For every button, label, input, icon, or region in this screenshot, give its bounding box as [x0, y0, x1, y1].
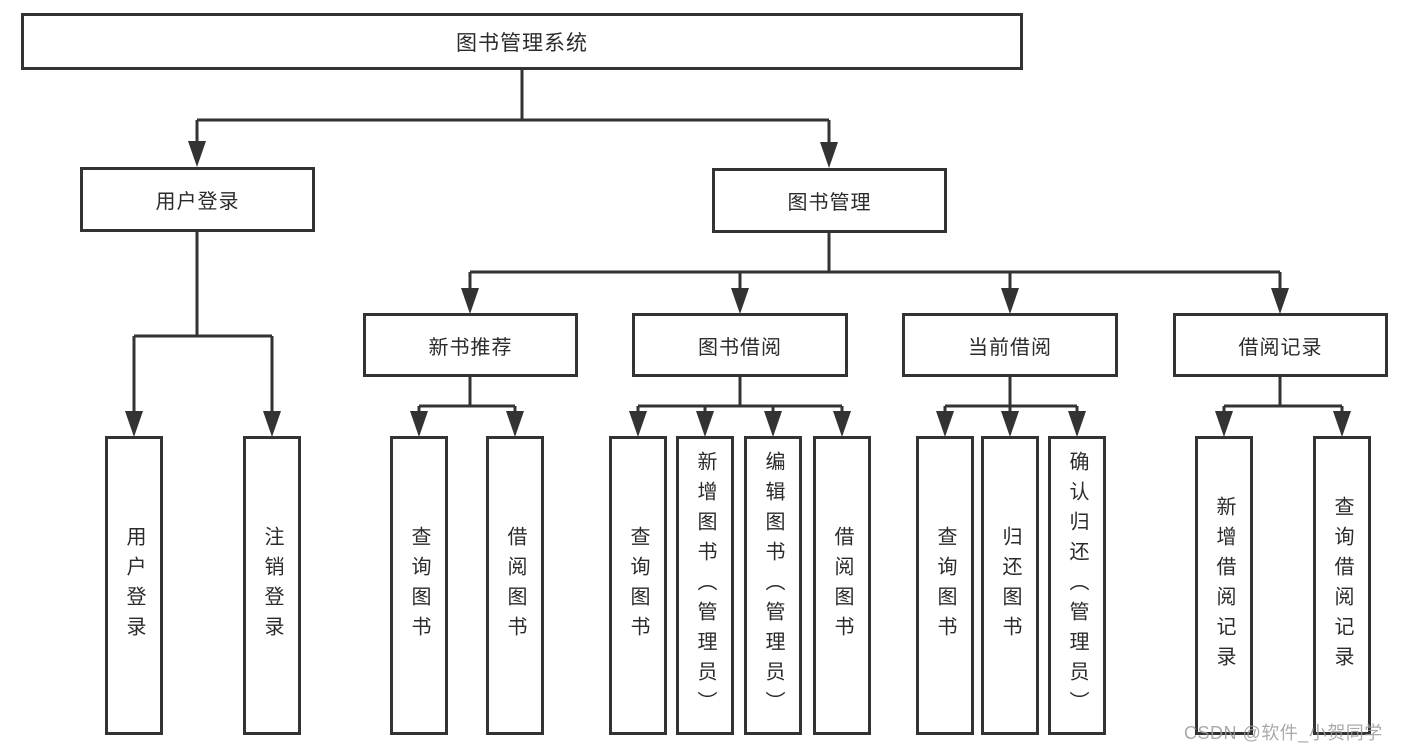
- node-user-login: 用户登录: [80, 167, 315, 232]
- leaf-add-borrow-record: 新增借阅记录: [1195, 436, 1253, 735]
- node-new-book-recommend: 新书推荐: [363, 313, 578, 377]
- csdn-watermark: CSDN @软件_小贺同学: [1184, 723, 1383, 743]
- node-current-borrow: 当前借阅: [902, 313, 1118, 377]
- leaf-add-books-admin: 新增图书（管理员）: [676, 436, 734, 735]
- arrow-down-icons: [125, 141, 1351, 437]
- leaf-query-borrow-record: 查询借阅记录: [1313, 436, 1371, 735]
- node-library-management-system: 图书管理系统: [21, 13, 1023, 70]
- leaf-return-books: 归还图书: [981, 436, 1039, 735]
- leaf-borrow-books: 借阅图书: [813, 436, 871, 735]
- leaf-logout: 注销登录: [243, 436, 301, 735]
- leaf-edit-books-admin: 编辑图书（管理员）: [744, 436, 802, 735]
- node-borrow-records: 借阅记录: [1173, 313, 1388, 377]
- leaf-query-books-recommend: 查询图书: [390, 436, 448, 735]
- node-book-borrow: 图书借阅: [632, 313, 848, 377]
- leaf-user-login: 用户登录: [105, 436, 163, 735]
- leaf-borrow-books-recommend: 借阅图书: [486, 436, 544, 735]
- node-book-management: 图书管理: [712, 168, 947, 233]
- leaf-query-books-borrow: 查询图书: [609, 436, 667, 735]
- leaf-confirm-return-admin: 确认归还（管理员）: [1048, 436, 1106, 735]
- leaf-query-books-current: 查询图书: [916, 436, 974, 735]
